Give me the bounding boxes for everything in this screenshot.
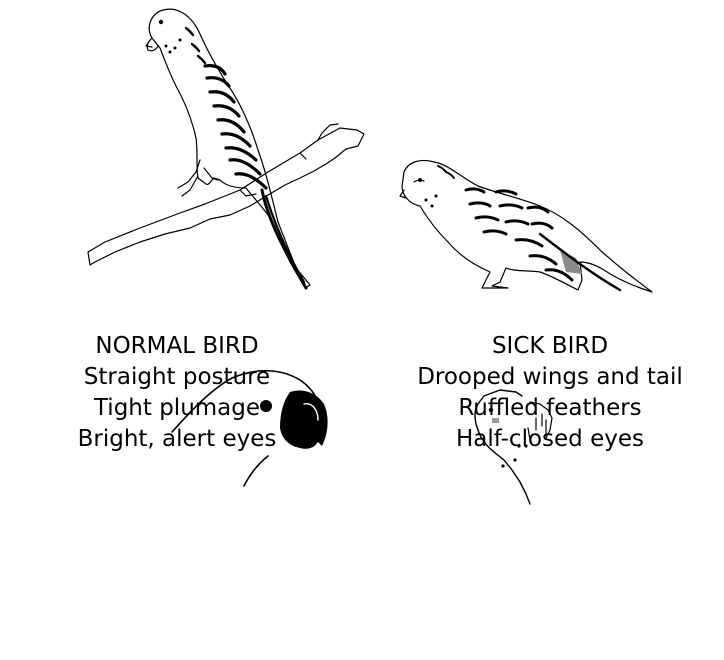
sick-sign-eyes: Half-closed eyes — [384, 424, 716, 455]
sick-bird-caption: SICK BIRD Drooped wings and tail Ruffled… — [384, 331, 716, 455]
normal-bird-drawing — [88, 9, 364, 288]
normal-bird-heading: NORMAL BIRD — [10, 331, 344, 362]
sick-sign-feathers: Ruffled feathers — [384, 393, 716, 424]
normal-sign-eyes: Bright, alert eyes — [10, 424, 344, 455]
normal-bird-caption: NORMAL BIRD Straight posture Tight pluma… — [10, 331, 344, 455]
sick-sign-posture: Drooped wings and tail — [384, 362, 716, 393]
sick-bird-heading: SICK BIRD — [384, 331, 716, 362]
normal-sign-plumage: Tight plumage — [10, 393, 344, 424]
normal-sign-posture: Straight posture — [10, 362, 344, 393]
sick-bird-drawing — [400, 160, 652, 292]
